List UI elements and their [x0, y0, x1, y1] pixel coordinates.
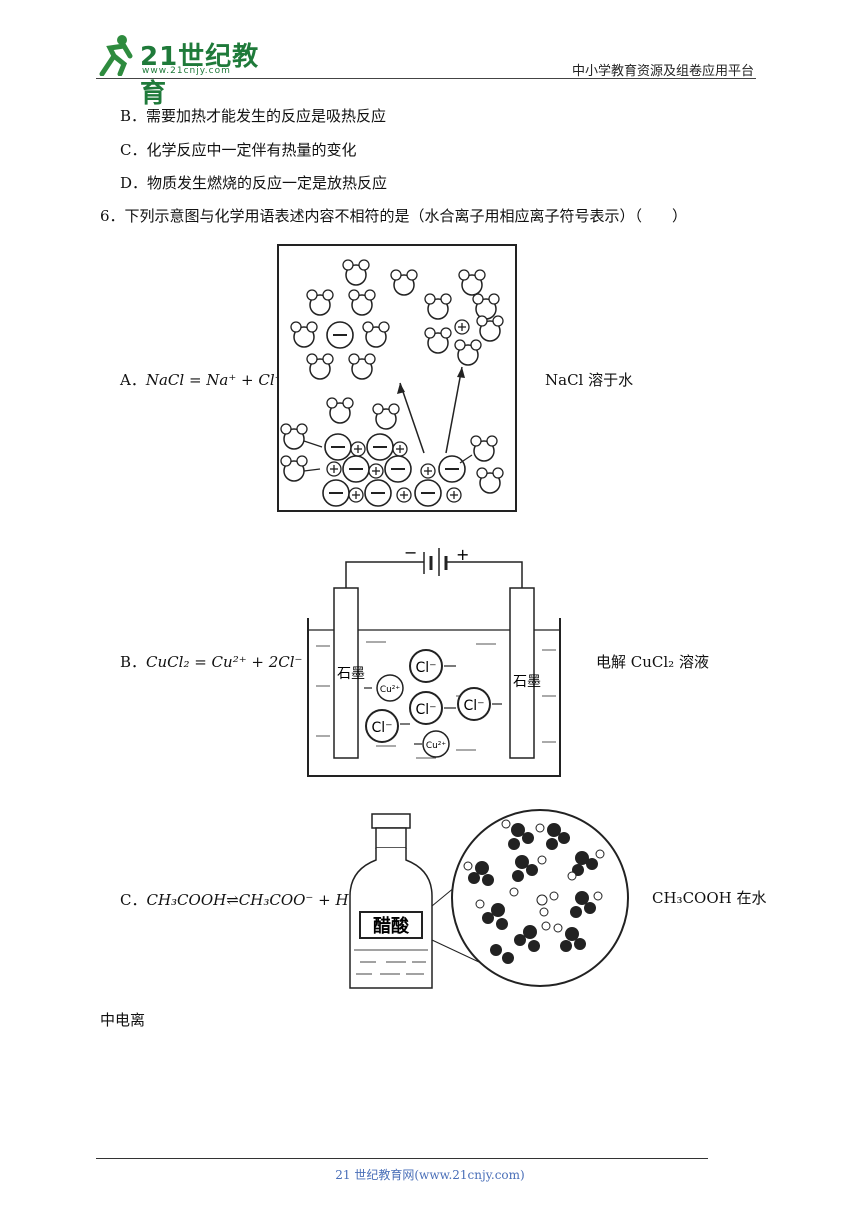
logo-text: 21世纪教育	[140, 42, 260, 109]
chloride-ion: Cl⁻	[415, 702, 436, 718]
electrode-label-right: 石墨	[513, 674, 541, 690]
footer-text: 21 世纪教育网(www.21cnjy.com)	[335, 1168, 525, 1182]
logo-url: www.21cnjy.com	[142, 66, 231, 76]
question-6: 6．下列示意图与化学用语表述内容不相符的是（水合离子用相应离子符号表示）（ ）	[100, 206, 687, 226]
site-logo: 21世纪教育 www.21cnjy.com	[96, 34, 266, 109]
electrolysis-diagram: − + 石墨 石墨 Cl⁻ Cu²⁺ Cl⁻ Cl⁻ Cl⁻ Cu²⁺	[307, 546, 561, 777]
header-divider	[96, 78, 756, 79]
caption-c-continued: 中电离	[100, 1011, 146, 1029]
acetic-acid-diagram: 醋酸	[349, 809, 629, 989]
caption-c: CH₃COOH 在水	[652, 889, 767, 907]
caption-b: 电解 CuCl₂ 溶液	[596, 653, 709, 671]
copper-ion: Cu²⁺	[426, 741, 447, 751]
option-a: A．NaCl = Na⁺ + Cl⁻	[120, 371, 283, 389]
runner-logo-icon	[99, 35, 133, 76]
equation-b: CuCl₂ = Cu²⁺ + 2Cl⁻	[146, 653, 303, 671]
prev-option-d: D．物质发生燃烧的反应一定是放热反应	[120, 174, 388, 192]
equation-a: NaCl = Na⁺ + Cl⁻	[145, 371, 283, 389]
svg-text:+: +	[456, 546, 469, 564]
prev-option-c: C．化学反应中一定伴有热量的变化	[120, 141, 357, 159]
equation-c: CH₃COOH⇌CH₃COO⁻ + H⁺	[146, 891, 357, 909]
chloride-ion: Cl⁻	[371, 720, 392, 736]
site-name: 中小学教育资源及组卷应用平台	[571, 64, 754, 79]
prev-option-b: B．需要加热才能发生的反应是吸热反应	[120, 107, 387, 125]
question-number: 6．	[100, 207, 125, 225]
chloride-ion: Cl⁻	[415, 660, 436, 676]
copper-ion: Cu²⁺	[380, 685, 401, 695]
question-text: 下列示意图与化学用语表述内容不相符的是（水合离子用相应离子符号表示）（ ）	[124, 207, 688, 225]
electrode-label-left: 石墨	[337, 666, 365, 682]
footer-divider	[96, 1158, 708, 1159]
bottle-label: 醋酸	[373, 915, 410, 937]
option-c: C．CH₃COOH⇌CH₃COO⁻ + H⁺	[120, 891, 357, 909]
chloride-ion: Cl⁻	[463, 698, 484, 714]
caption-a: NaCl 溶于水	[545, 371, 634, 389]
option-b: B．CuCl₂ = Cu²⁺ + 2Cl⁻	[120, 653, 303, 671]
nacl-dissolution-diagram	[277, 244, 517, 512]
svg-text:−: −	[404, 546, 417, 562]
